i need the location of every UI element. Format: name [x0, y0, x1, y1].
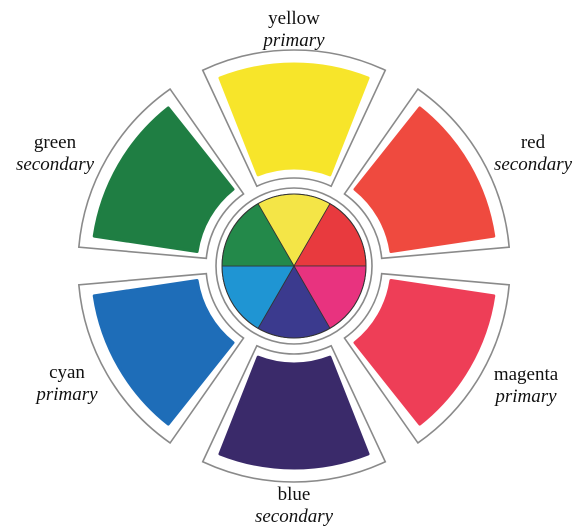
- label-blue-name: blue: [234, 484, 354, 506]
- label-cyan-name: cyan: [12, 362, 122, 384]
- label-yellow: yellow primary: [234, 8, 354, 52]
- inner-color-disc: [222, 194, 366, 338]
- label-magenta-kind: primary: [476, 386, 576, 408]
- paint-swatch-yellow: [220, 64, 368, 175]
- label-magenta: magenta primary: [476, 364, 576, 408]
- label-blue: blue secondary: [234, 484, 354, 528]
- label-red-name: red: [478, 132, 579, 154]
- paint-swatch-blue: [220, 357, 368, 468]
- label-magenta-name: magenta: [476, 364, 576, 386]
- label-green-kind: secondary: [0, 154, 110, 176]
- label-green: green secondary: [0, 132, 110, 176]
- label-red: red secondary: [478, 132, 579, 176]
- label-yellow-name: yellow: [234, 8, 354, 30]
- label-red-kind: secondary: [478, 154, 579, 176]
- label-blue-kind: secondary: [234, 506, 354, 528]
- label-green-name: green: [0, 132, 110, 154]
- label-cyan-kind: primary: [12, 384, 122, 406]
- label-yellow-kind: primary: [234, 30, 354, 52]
- label-cyan: cyan primary: [12, 362, 122, 406]
